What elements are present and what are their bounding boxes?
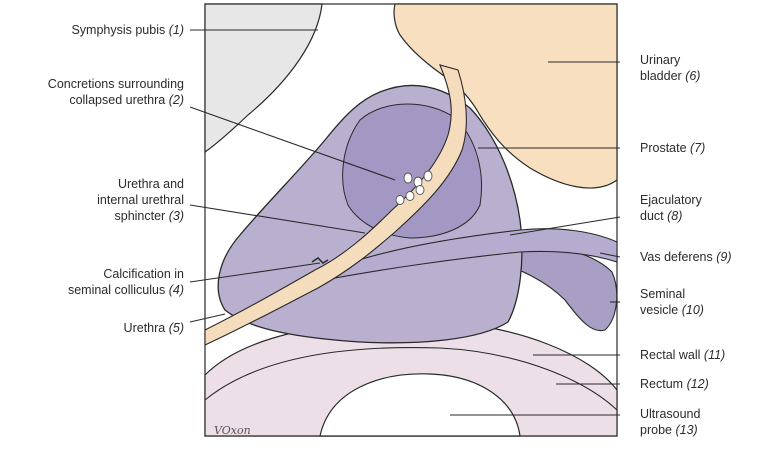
artist-signature: VOxon [214,424,251,437]
label-number: (11) [704,348,725,362]
label-line: Ejaculatory [640,192,702,208]
label-text: collapsed urethra [69,93,165,107]
label-number: (9) [716,250,731,264]
label-urinary-bladder: Urinary bladder (6) [640,52,700,84]
label-number: (3) [169,209,184,223]
label-text: duct [640,209,664,223]
label-line: duct (8) [640,208,702,224]
label-rectum: Rectum (12) [640,376,709,392]
label-text: sphincter [115,209,166,223]
label-number: (7) [690,141,705,155]
label-text: seminal colliculus [68,283,165,297]
label-number: (13) [675,423,697,437]
label-line: Urinary [640,52,700,68]
label-number: (2) [169,93,184,107]
label-line: bladder (6) [640,68,700,84]
label-text: bladder [640,69,682,83]
label-line: vesicle (10) [640,302,704,318]
label-text: Vas deferens [640,250,713,264]
label-text: Symphysis pubis [71,23,165,37]
label-urethra-sphincter: Urethra and internal urethral sphincter … [97,176,184,224]
label-number: (12) [687,377,709,391]
label-line: Seminal [640,286,704,302]
label-text: vesicle [640,303,678,317]
label-line: seminal colliculus (4) [68,282,184,298]
label-line: probe (13) [640,422,700,438]
label-vas-deferens: Vas deferens (9) [640,249,732,265]
label-number: (10) [682,303,704,317]
label-line: Concretions surrounding [48,76,184,92]
label-text: Rectum [640,377,683,391]
label-line: Urethra and [97,176,184,192]
label-line: sphincter (3) [97,208,184,224]
label-number: (6) [685,69,700,83]
label-ultrasound-probe: Ultrasound probe (13) [640,406,700,438]
label-line: collapsed urethra (2) [48,92,184,108]
label-line: Ultrasound [640,406,700,422]
label-text: Rectal wall [640,348,700,362]
label-concretions: Concretions surrounding collapsed urethr… [48,76,184,108]
label-line: internal urethral [97,192,184,208]
label-number: (1) [169,23,184,37]
label-rectal-wall: Rectal wall (11) [640,347,725,363]
label-symphysis-pubis: Symphysis pubis (1) [71,22,184,38]
label-text: Prostate [640,141,687,155]
label-seminal-vesicle: Seminal vesicle (10) [640,286,704,318]
label-calcification: Calcification in seminal colliculus (4) [68,266,184,298]
label-text: Urethra [124,321,166,335]
label-prostate: Prostate (7) [640,140,705,156]
label-number: (8) [667,209,682,223]
label-line: Calcification in [68,266,184,282]
label-ejaculatory-duct: Ejaculatory duct (8) [640,192,702,224]
label-text: probe [640,423,672,437]
label-number: (4) [169,283,184,297]
label-urethra: Urethra (5) [124,320,184,336]
label-number: (5) [169,321,184,335]
